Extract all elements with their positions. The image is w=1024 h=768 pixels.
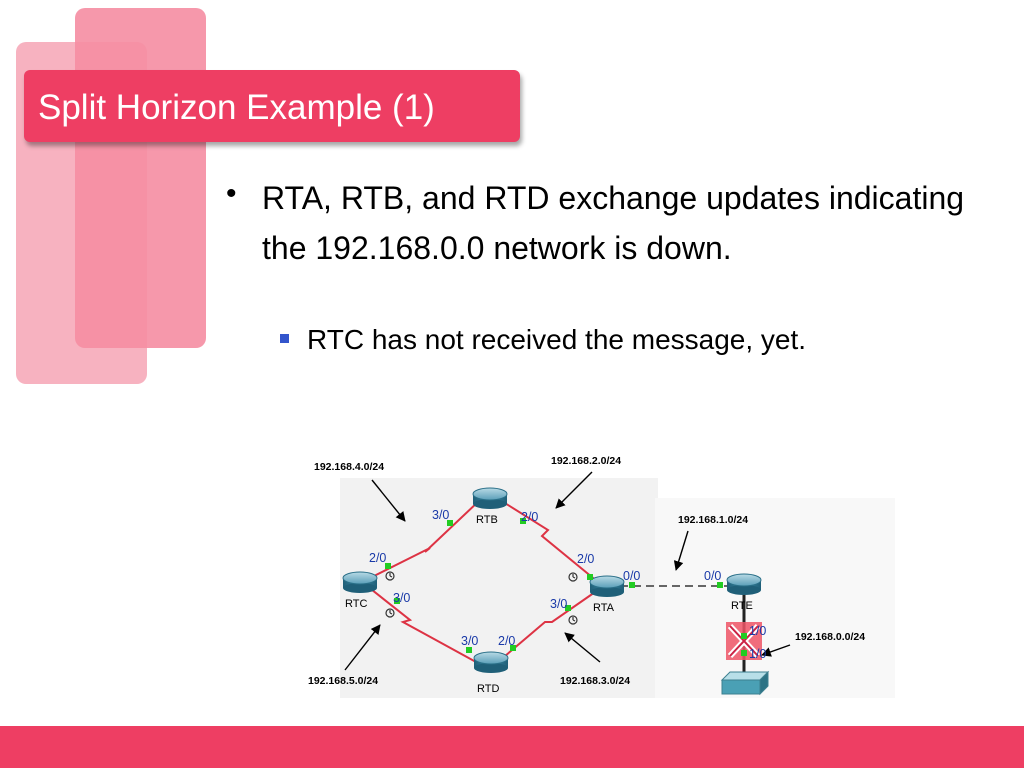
router-label-rtb: RTB [476, 514, 498, 526]
router-icon-rte [726, 573, 762, 595]
network-label-192-168-0-0: 192.168.0.0/24 [795, 631, 865, 643]
network-label-192-168-4-0: 192.168.4.0/24 [314, 461, 384, 473]
network-label-192-168-5-0: 192.168.5.0/24 [308, 675, 378, 687]
switch-icon [720, 670, 770, 696]
link-failure-icon [726, 622, 762, 660]
network-topology-diagram: 192.168.4.0/24 192.168.2.0/24 192.168.1.… [300, 444, 900, 709]
footer-bar [0, 726, 1024, 768]
clock-icons [385, 571, 578, 625]
interface-label-rtc-2-0: 2/0 [369, 551, 386, 565]
serial-link-rtc-rtd [361, 581, 477, 663]
interface-label-rta-0-0: 0/0 [623, 569, 640, 583]
router-icon-rtb [472, 487, 508, 509]
serial-link-rtb-rta [499, 499, 599, 583]
interface-label-rtd-2-0: 2/0 [498, 634, 515, 648]
annotation-arrows [344, 471, 791, 671]
serial-link-rtd-rta [497, 589, 599, 663]
interface-leds [385, 518, 747, 656]
router-icon-rtd [473, 651, 509, 673]
network-label-192-168-1-0: 192.168.1.0/24 [678, 514, 748, 526]
router-icon-rtc [342, 571, 378, 593]
bullet-marker: • [226, 177, 237, 210]
router-label-rta: RTA [593, 602, 615, 614]
interface-label-rte-0-0: 0/0 [704, 569, 721, 583]
router-label-rtc: RTC [345, 598, 367, 610]
interface-label-rte-1-0-a: 1/0 [749, 624, 766, 638]
diagram-background-right [655, 498, 895, 698]
network-label-192-168-3-0: 192.168.3.0/24 [560, 675, 630, 687]
router-label-rtd: RTD [477, 683, 499, 695]
interface-label-rte-1-0-b: 1/0 [749, 647, 766, 661]
decorative-rectangle-front [75, 8, 206, 348]
interface-label-rta-2-0: 2/0 [577, 552, 594, 566]
slide-title: Split Horizon Example (1) [38, 88, 435, 127]
network-label-192-168-2-0: 192.168.2.0/24 [551, 455, 621, 467]
title-banner [24, 70, 520, 142]
interface-label-rtc-3-0: 3/0 [393, 591, 410, 605]
main-bullet-text: RTA, RTB, and RTD exchange updates indic… [262, 180, 965, 266]
sub-bullet-text: RTC has not received the message, yet. [307, 324, 807, 355]
interface-label-rtb-2-0: 2/0 [521, 510, 538, 524]
interface-label-rta-3-0: 3/0 [550, 597, 567, 611]
router-icon-rta [589, 575, 625, 597]
sub-bullet-marker [280, 334, 289, 343]
interface-label-rtd-3-0: 3/0 [461, 634, 478, 648]
router-label-rte: RTE [731, 600, 753, 612]
interface-label-rtb-3-0: 3/0 [432, 508, 449, 522]
